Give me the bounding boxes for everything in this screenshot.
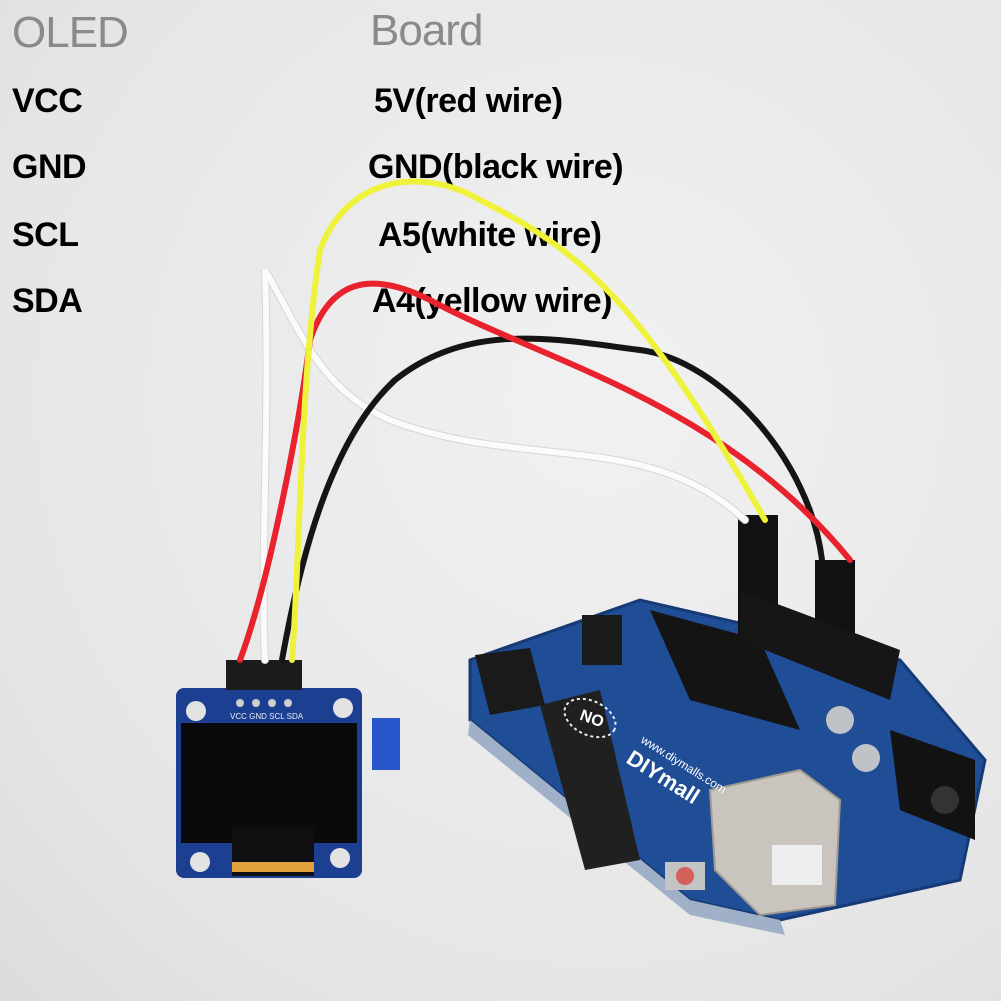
oled-pin-sda: SDA xyxy=(12,282,83,320)
wires xyxy=(237,178,853,664)
oled-pin-labels: VCC GND SCL SDA xyxy=(230,712,304,721)
board-pin-a4: A4(yellow wire) xyxy=(372,282,613,320)
power-jack xyxy=(890,730,975,840)
wire-white-scl xyxy=(260,268,748,663)
arduino-board: ON www.diymalls.com DIYmall xyxy=(468,515,987,935)
icsp-header xyxy=(582,615,622,665)
capacitor xyxy=(826,706,854,734)
flex-cable xyxy=(232,862,314,872)
capacitor xyxy=(852,744,880,772)
oled-screen xyxy=(181,723,357,843)
board-pin-5v: 5V(red wire) xyxy=(374,82,563,120)
wire-red-vcc xyxy=(237,280,853,663)
board-header: Board xyxy=(370,6,483,55)
microcontroller-chip xyxy=(650,610,800,730)
header-strip xyxy=(540,690,640,870)
oled-header: OLED xyxy=(12,8,129,57)
screen-protective-tab xyxy=(372,718,400,770)
board-pin-a5: A5(white wire) xyxy=(378,216,602,254)
oled-pin-scl: SCL xyxy=(12,216,79,254)
oled-pin-vcc: VCC xyxy=(12,82,83,120)
oled-pin-gnd: GND xyxy=(12,148,87,186)
oled-module: VCC GND SCL SDA xyxy=(176,660,400,878)
wire-yellow-sda xyxy=(289,178,768,663)
jumper-housing xyxy=(226,660,302,690)
